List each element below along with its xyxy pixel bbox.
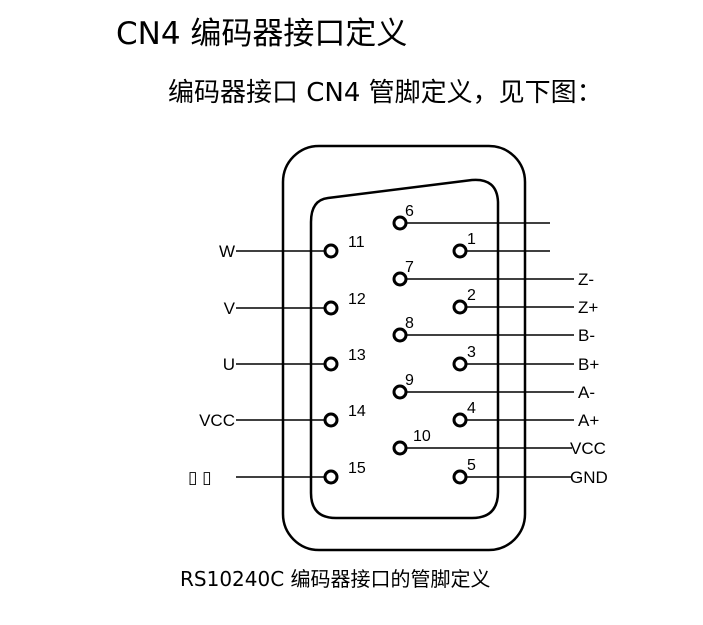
signal-label-b-minus: B- <box>578 326 595 345</box>
signal-label-vcc-left: VCC <box>199 411 235 430</box>
pin-number-10: 10 <box>413 428 431 445</box>
pin-number-9: 9 <box>405 372 414 389</box>
pin-number-8: 8 <box>405 315 414 332</box>
pin-8 <box>392 327 408 343</box>
pin-11 <box>323 243 339 259</box>
pin-6 <box>392 215 408 231</box>
figure-caption: RS10240C 编码器接口的管脚定义 <box>180 567 491 591</box>
signal-label-v: V <box>224 299 236 318</box>
signal-label-gnd: GND <box>570 468 608 487</box>
signal-label-z-plus: Z+ <box>578 298 598 317</box>
pin-number-7: 7 <box>405 259 414 276</box>
pin-1 <box>452 243 468 259</box>
signal-label-pin15: ▯ ▯ <box>188 468 211 487</box>
pin-number-13: 13 <box>348 347 366 364</box>
pin-number-2: 2 <box>467 287 476 304</box>
pin-3 <box>452 356 468 372</box>
pin-5 <box>452 469 468 485</box>
pin-number-5: 5 <box>467 457 476 474</box>
signal-label-z-minus: Z- <box>578 270 594 289</box>
pin-15 <box>323 469 339 485</box>
connector-inner-shell <box>309 178 500 520</box>
pin-number-6: 6 <box>405 203 414 220</box>
signal-label-u: U <box>223 355 235 374</box>
signal-label-a-plus: A+ <box>578 411 599 430</box>
signal-label-a-minus: A- <box>578 383 595 402</box>
pin-9 <box>392 384 408 400</box>
pin-7 <box>392 271 408 287</box>
signal-label-b-plus: B+ <box>578 355 599 374</box>
pin-number-12: 12 <box>348 291 366 308</box>
pin-2 <box>452 299 468 315</box>
pin-13 <box>323 356 339 372</box>
pin-number-11: 11 <box>348 234 365 251</box>
pin-number-3: 3 <box>467 344 476 361</box>
pin-4 <box>452 412 468 428</box>
pin-number-14: 14 <box>348 403 366 420</box>
pin-14 <box>323 412 339 428</box>
pin-10 <box>392 440 408 456</box>
intro-text: 编码器接口 CN4 管脚定义，见下图： <box>168 78 603 108</box>
signal-label-vcc-right: VCC <box>570 439 606 458</box>
pin-12 <box>323 300 339 316</box>
signal-label-w: W <box>219 242 235 261</box>
section-heading: CN4 编码器接口定义 <box>116 16 408 52</box>
pin-number-15: 15 <box>348 460 366 477</box>
connector-outer-frame <box>281 144 527 552</box>
pin-number-1: 1 <box>467 231 476 248</box>
pin-number-4: 4 <box>467 400 476 417</box>
